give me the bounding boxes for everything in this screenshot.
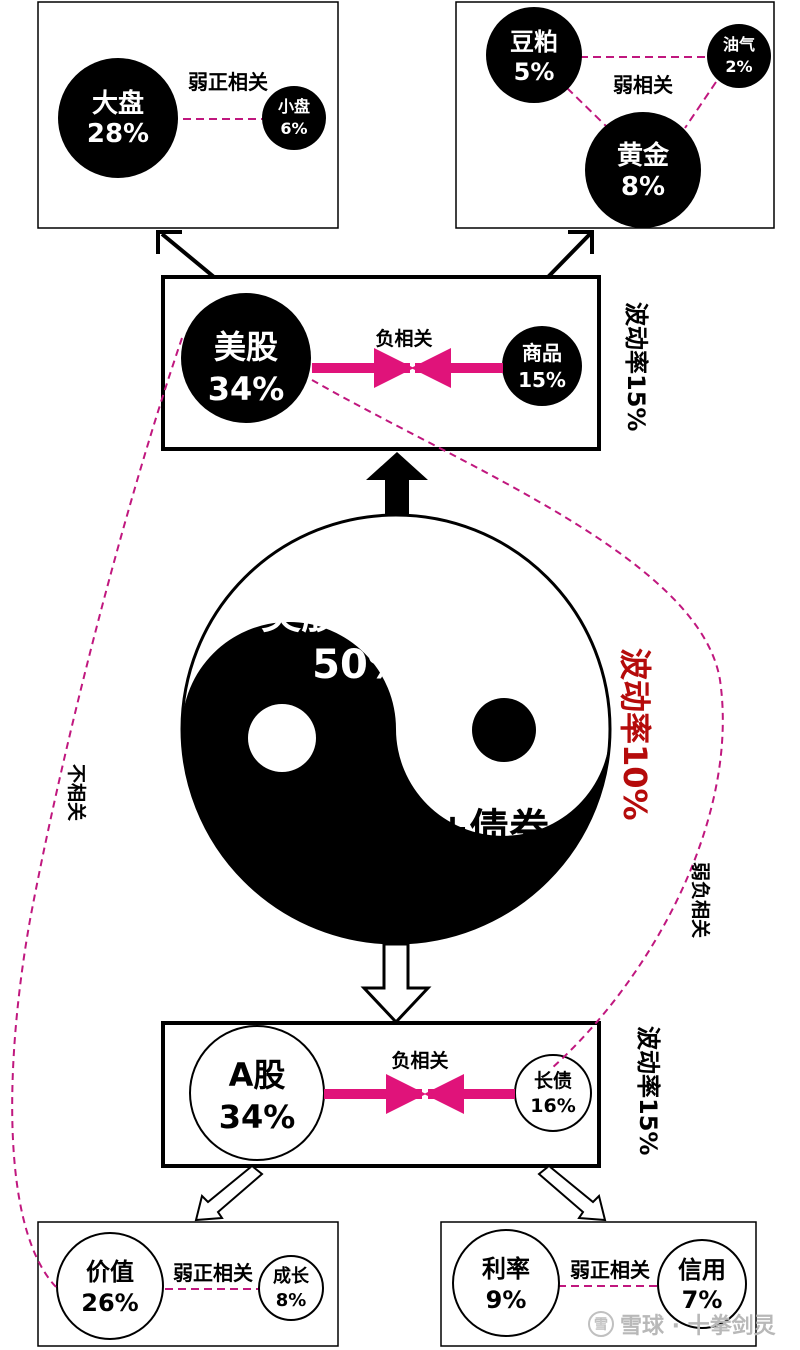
us-stocks-circle: [181, 293, 311, 423]
weak-negative-dashed-curve: [311, 379, 724, 1069]
us-stocks-name: 美股: [214, 328, 278, 366]
soymeal-name: 豆粕: [510, 28, 558, 56]
soymeal-pct: 5%: [514, 58, 555, 86]
upper-relation: 负相关: [375, 327, 432, 350]
arrow-up-to-upper-box: [366, 452, 428, 515]
taiji-white-dot: [248, 704, 316, 772]
large-cap-circle: [58, 58, 178, 178]
upper-volatility: 波动率15%: [622, 302, 650, 431]
credit-name: 信用: [678, 1256, 726, 1284]
watermark-text: 雪球 · 十拳剑灵: [620, 1314, 776, 1339]
gold-name: 黄金: [617, 140, 670, 171]
growth-name: 成长: [273, 1265, 310, 1287]
rates-pct: 9%: [486, 1286, 527, 1314]
long-bonds-circle: [514, 1054, 592, 1132]
lower-volatility: 波动率15%: [634, 1026, 662, 1155]
top-left-relation: 弱正相关: [188, 70, 268, 94]
lower-relation: 负相关: [391, 1049, 448, 1072]
lower-split-arrows: [194, 1164, 607, 1222]
long-bonds-pct: 16%: [530, 1095, 575, 1117]
top-left-box: 大盘 28% 小盘 6% 弱正相关: [37, 1, 339, 229]
commodities-circle: [502, 326, 582, 406]
a-shares-pct: 34%: [219, 1098, 296, 1136]
bottom-right-relation: 弱正相关: [570, 1258, 650, 1282]
growth-circle: [258, 1255, 324, 1321]
soymeal-circle: [486, 7, 582, 103]
large-cap-pct: 28%: [87, 119, 149, 149]
gold-circle: [585, 112, 701, 228]
upper-box: 美股 34% 商品 15% 负相关: [161, 275, 601, 451]
value-circle: [56, 1232, 164, 1340]
taiji-bottom-pct: 50%: [409, 857, 505, 903]
lower-box: A股 34% 长债 16% 负相关: [161, 1021, 601, 1168]
commodities-pct: 15%: [518, 368, 566, 392]
credit-pct: 7%: [682, 1286, 723, 1314]
rates-name: 利率: [482, 1255, 530, 1283]
uncorrelated-dashed-curve: [11, 337, 183, 1289]
taiji-top-pct: 50%: [312, 642, 408, 688]
taiji-bottom-label: A股+债券: [365, 806, 550, 852]
arrow-to-bottom-right: [537, 1164, 607, 1222]
oil-gold-dashed-link: [684, 81, 717, 129]
taiji-volatility: 波动率10%: [616, 648, 654, 821]
taiji-symbol: 美股+商品 50% A股+债券 50%: [180, 513, 612, 945]
soy-gold-dashed-link: [566, 87, 607, 127]
uncorrelated-label: 不相关: [65, 764, 88, 821]
bottom-right-box: 利率 9% 信用 7% 弱正相关: [440, 1221, 757, 1347]
oil-gas-circle: [707, 24, 771, 88]
watermark: 雪 雪球 · 十拳剑灵: [588, 1306, 788, 1342]
small-cap-pct: 6%: [280, 119, 307, 138]
weak-negative-label: 弱负相关: [689, 862, 712, 938]
a-shares-name: A股: [229, 1056, 286, 1094]
small-cap-circle: [262, 86, 326, 150]
rates-circle: [452, 1229, 560, 1337]
bottom-left-box: 价值 26% 成长 8% 弱正相关: [37, 1221, 339, 1347]
large-cap-name: 大盘: [92, 88, 144, 119]
arrow-to-top-left: [160, 232, 216, 279]
arrow-to-top-right: [546, 232, 592, 279]
value-pct: 26%: [81, 1289, 138, 1317]
upper-split-arrows: [156, 230, 594, 279]
small-cap-name: 小盘: [278, 97, 310, 116]
arrow-down-to-lower-box: [360, 942, 432, 1025]
top-right-relation: 弱相关: [613, 73, 673, 97]
snowball-logo-icon: 雪: [588, 1311, 614, 1337]
credit-circle: [657, 1239, 747, 1329]
taiji-black-dot: [472, 698, 536, 762]
value-name: 价值: [86, 1258, 134, 1286]
long-bonds-name: 长债: [534, 1069, 572, 1092]
arrow-to-bottom-left: [194, 1164, 264, 1222]
bottom-left-relation: 弱正相关: [173, 1261, 253, 1285]
arrow-head-top-right: [568, 230, 594, 254]
oil-gas-name: 油气: [723, 35, 755, 54]
commodities-name: 商品: [522, 341, 562, 365]
us-stocks-pct: 34%: [208, 370, 285, 408]
arrow-head-top-left: [156, 230, 182, 254]
gold-pct: 8%: [621, 172, 665, 202]
oil-gas-pct: 2%: [725, 57, 752, 76]
top-right-box: 豆粕 5% 油气 2% 黄金 8% 弱相关: [455, 1, 775, 229]
growth-pct: 8%: [276, 1290, 307, 1311]
taiji-top-label: 美股+商品: [261, 592, 455, 638]
taiji-black-half: [182, 622, 610, 943]
